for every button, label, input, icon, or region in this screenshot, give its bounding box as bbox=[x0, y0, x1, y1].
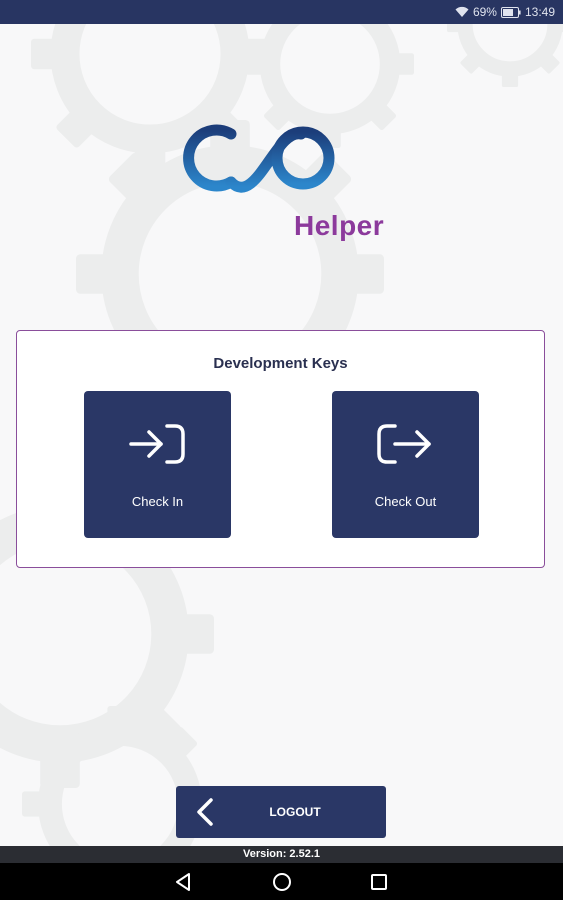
home-circle-icon[interactable] bbox=[271, 871, 293, 893]
version-text: Version: 2.52.1 bbox=[242, 848, 321, 860]
logout-arrow-icon bbox=[377, 424, 431, 464]
logo-subtitle: Helper bbox=[294, 210, 385, 241]
navigation-bar bbox=[0, 863, 563, 900]
check-out-label: Check Out bbox=[374, 494, 437, 509]
status-bar: 69% 13:49 bbox=[0, 0, 563, 24]
cpl-logo bbox=[183, 90, 382, 242]
development-keys-card: Development Keys Check In Check Out bbox=[16, 330, 545, 568]
battery-percent: 69% bbox=[472, 5, 497, 19]
login-arrow-icon bbox=[129, 424, 185, 464]
chevron-left-icon bbox=[197, 798, 213, 826]
recents-square-icon[interactable] bbox=[368, 871, 390, 893]
status-indicators: 69% 13:49 bbox=[455, 0, 555, 24]
back-triangle-icon[interactable] bbox=[172, 871, 194, 893]
check-out-button[interactable]: Check Out bbox=[332, 391, 479, 538]
card-title: Development Keys bbox=[213, 355, 348, 372]
status-time: 13:49 bbox=[524, 5, 555, 19]
check-in-label: Check In bbox=[131, 494, 184, 509]
logout-label: LOGOUT bbox=[269, 805, 321, 819]
wifi-icon bbox=[455, 6, 469, 17]
logout-button[interactable]: LOGOUT bbox=[176, 786, 386, 838]
battery-icon bbox=[500, 6, 521, 18]
version-bar: Version: 2.52.1 bbox=[0, 846, 563, 863]
check-in-button[interactable]: Check In bbox=[84, 391, 231, 538]
